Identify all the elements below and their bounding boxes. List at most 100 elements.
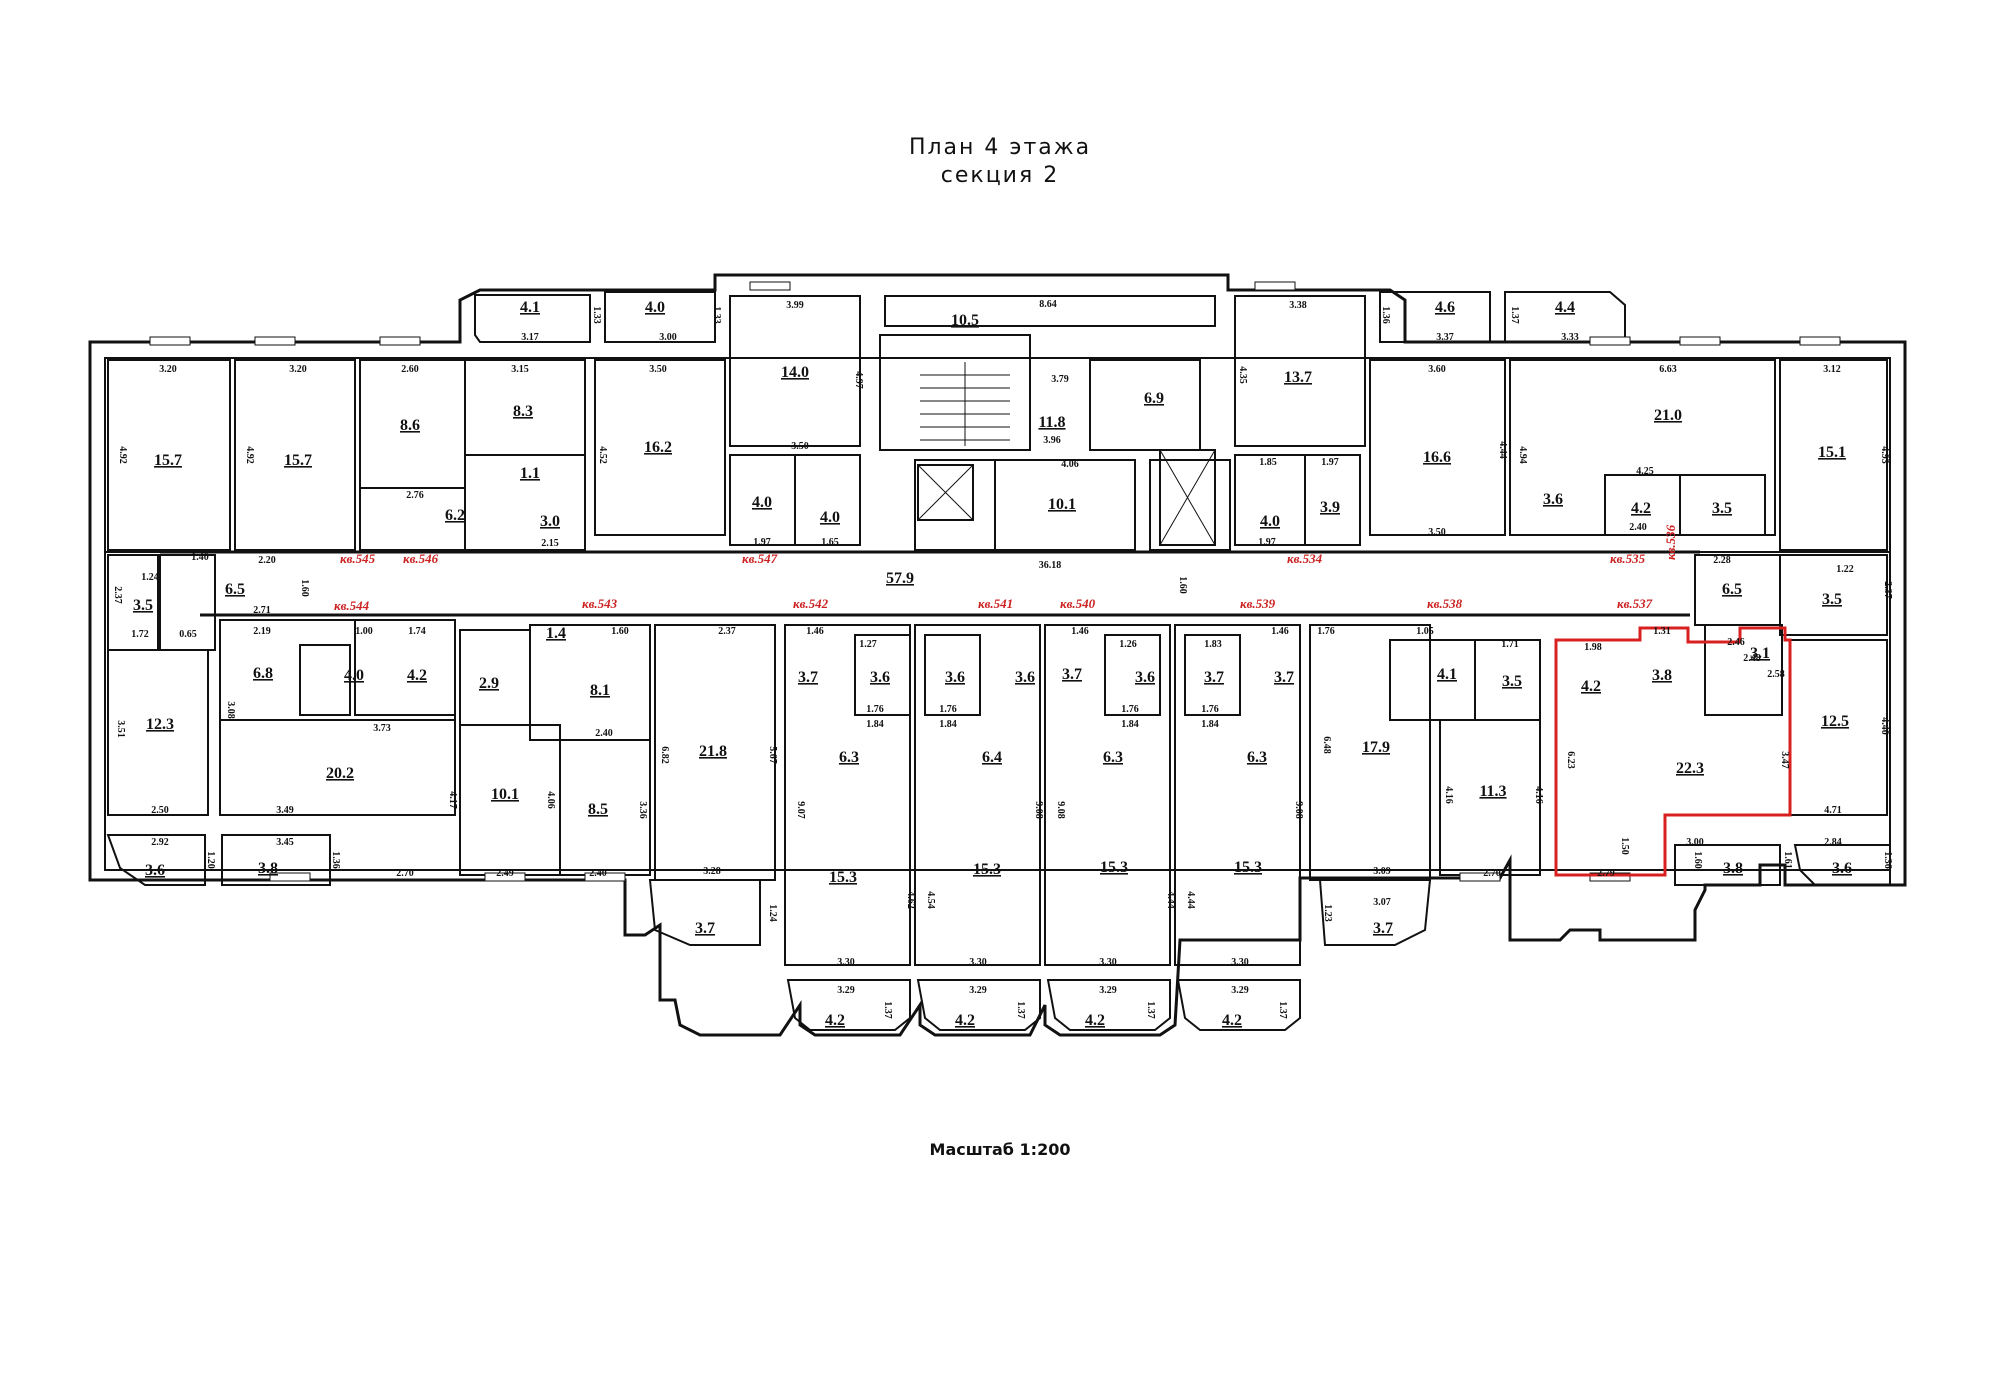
stairs [920,362,1010,446]
room-area: 20.2 [326,765,354,782]
dimension: 9.07 [795,801,806,819]
dimension: 4.44 [1497,441,1508,459]
dimension: 4.97 [853,371,864,389]
dimension: 3.17 [521,332,539,343]
dimension: 4.16 [1443,786,1454,804]
apartment-label: кв.546 [403,551,439,566]
dimension: 4.17 [447,791,458,809]
room-area: 3.6 [1015,669,1035,686]
dimension: 1.37 [1015,1001,1026,1019]
dimension: 4.62 [905,891,916,909]
dimension: 1.83 [1204,639,1222,650]
room-area: 3.6 [1543,491,1563,508]
room-area: 4.0 [344,667,364,684]
dimension: 1.76 [1121,704,1139,715]
dimension: 3.99 [786,300,804,311]
dimension: 3.45 [276,837,294,848]
room-area: 15.7 [284,452,312,469]
dimension: 1.60 [1692,851,1703,869]
room-area: 3.5 [1822,591,1842,608]
apartment-label: кв.547 [742,551,778,566]
dimension: 2.19 [253,626,271,637]
room-area: 3.6 [945,669,965,686]
dimension: 1.33 [591,306,602,324]
apartment-labels: кв.545 кв.546 кв.547 кв.534 кв.535 кв.53… [334,524,1678,613]
dimension: 4.94 [1517,446,1528,464]
dimension: 3.29 [969,985,987,996]
dimension: 2.37 [112,586,123,604]
room-area: 3.6 [870,669,890,686]
room-area: 3.5 [1502,673,1522,690]
room-area: 3.7 [798,669,818,686]
apartment-label: кв.535 [1610,551,1646,566]
room-area: 8.1 [590,682,610,699]
room-area: 6.3 [839,749,859,766]
dimension: 2.40 [589,868,607,879]
dimension: 1.84 [1121,719,1139,730]
room-area: 3.5 [1712,500,1732,517]
plan-subtitle: секция 2 [941,163,1059,188]
room-area: 16.2 [644,439,672,456]
room-area: 15.3 [829,869,857,886]
dimension: 4.54 [925,891,936,909]
dimension: 0.65 [179,629,197,640]
dimension: 6.48 [1321,736,1332,754]
dimension: 2.70 [1483,868,1501,879]
room-area: 6.5 [1722,581,1742,598]
dimension: 3.38 [1289,300,1307,311]
room-area: 2.9 [479,675,499,692]
room-area: 57.9 [886,570,914,587]
dimension: 2.49 [496,868,514,879]
dimension: 4.92 [244,446,255,464]
dimension: 1.85 [1259,457,1277,468]
dimension: 1.26 [1119,639,1137,650]
room-area: 8.6 [400,417,420,434]
dimension: 3.36 [637,801,648,819]
dimension: 5.67 [767,746,778,764]
room-area: 11.8 [1038,414,1065,431]
room-area: 11.3 [1479,783,1506,800]
dimension: 1.76 [1201,704,1219,715]
dimension: 8.64 [1039,299,1057,310]
dimension: 2.84 [1824,837,1842,848]
room-area: 4.2 [1222,1012,1242,1029]
dimension: 3.00 [659,332,677,343]
dimension: 3.12 [1823,364,1841,375]
dimension: 1.24 [767,904,778,922]
room-area: 8.5 [588,801,608,818]
dimension: 3.37 [1436,332,1454,343]
dimension: 1.20 [205,851,216,869]
dimension: 3.29 [1099,985,1117,996]
dimension: 2.37 [1882,581,1893,599]
room-area: 4.2 [1631,500,1651,517]
dimension: 4.16 [1533,786,1544,804]
dimension: 1.76 [939,704,957,715]
dimension: 2.40 [1629,522,1647,533]
dimension: 4.92 [117,446,128,464]
room-area: 4.2 [955,1012,975,1029]
dimension: 3.07 [1373,897,1391,908]
room-area: 4.4 [1555,299,1575,316]
room-area: 3.6 [1135,669,1155,686]
dimension: 1.76 [866,704,884,715]
dimension: 3.30 [837,957,855,968]
room-area: 21.8 [699,743,727,760]
room-area: 3.7 [695,920,715,937]
dimension: 1.72 [131,629,149,640]
dimension: 3.09 [1373,866,1391,877]
top-rooms [107,295,1888,551]
room-area: 6.5 [225,581,245,598]
room-area: 4.2 [1085,1012,1105,1029]
dimension: 1.46 [806,626,824,637]
room-area: 13.7 [1284,369,1312,386]
room-area: 3.8 [1652,667,1672,684]
dimension: 3.96 [1043,435,1061,446]
corridor [105,550,1890,617]
dimension: 1.22 [1836,564,1854,575]
room-area: 6.2 [445,507,465,524]
apartment-label: кв.543 [582,596,618,611]
dimension: 1.27 [859,639,877,650]
room-area: 3.7 [1204,669,1224,686]
room-area: 4.1 [520,299,540,316]
dimension: 3.00 [1686,837,1704,848]
